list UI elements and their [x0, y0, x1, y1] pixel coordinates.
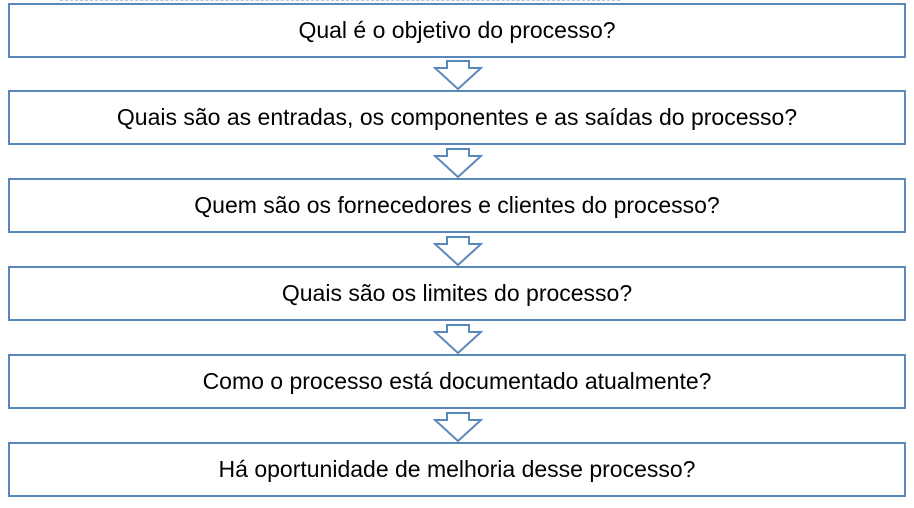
step-label: Há oportunidade de melhoria desse proces…: [218, 456, 696, 482]
cropped-text-remnant: [60, 0, 620, 4]
down-arrow-icon: [433, 236, 483, 266]
down-arrow-icon: [433, 412, 483, 442]
step-box-suppliers-clients: Quem são os fornecedores e clientes do p…: [8, 178, 906, 233]
step-label: Quem são os fornecedores e clientes do p…: [194, 192, 720, 218]
step-label: Como o processo está documentado atualme…: [202, 368, 712, 394]
down-arrow-icon: [433, 60, 483, 90]
step-box-objective: Qual é o objetivo do processo?: [8, 3, 906, 58]
step-box-inputs-components-outputs: Quais são as entradas, os componentes e …: [8, 90, 906, 145]
step-label: Quais são os limites do processo?: [281, 280, 633, 306]
step-box-improvement-opportunity: Há oportunidade de melhoria desse proces…: [8, 442, 906, 497]
step-label: Qual é o objetivo do processo?: [298, 17, 616, 43]
step-box-documentation: Como o processo está documentado atualme…: [8, 354, 906, 409]
down-arrow-icon: [433, 148, 483, 178]
step-box-limits: Quais são os limites do processo?: [8, 266, 906, 321]
step-label: Quais são as entradas, os componentes e …: [116, 104, 798, 130]
down-arrow-icon: [433, 324, 483, 354]
